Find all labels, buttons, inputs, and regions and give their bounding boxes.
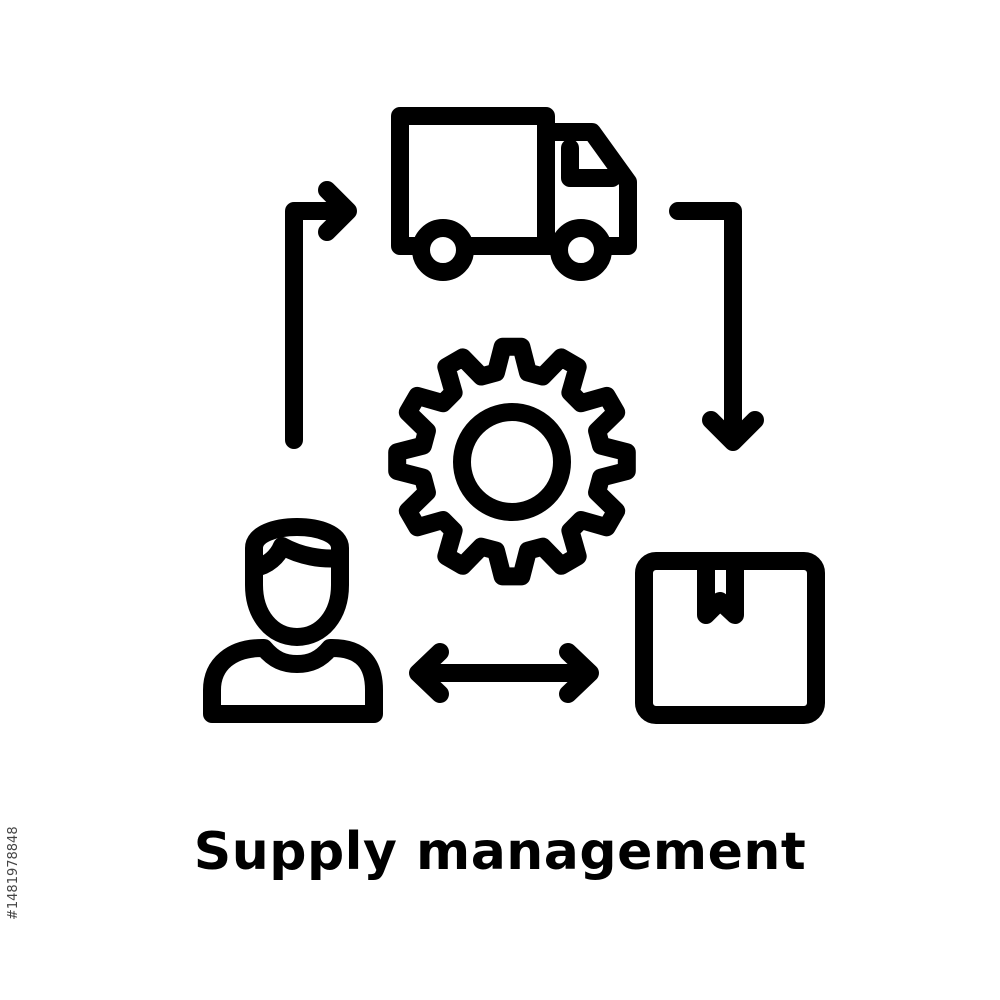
box-icon xyxy=(635,552,825,724)
gear-icon xyxy=(388,337,636,586)
page-title: Supply management xyxy=(193,822,807,882)
arrow-up-right-icon xyxy=(285,181,357,449)
stock-id-label: #1481978848 xyxy=(6,826,21,920)
double-arrow-icon xyxy=(409,643,599,703)
person-icon xyxy=(203,518,383,723)
truck-icon xyxy=(391,107,637,281)
arrow-right-down-icon xyxy=(669,202,764,451)
